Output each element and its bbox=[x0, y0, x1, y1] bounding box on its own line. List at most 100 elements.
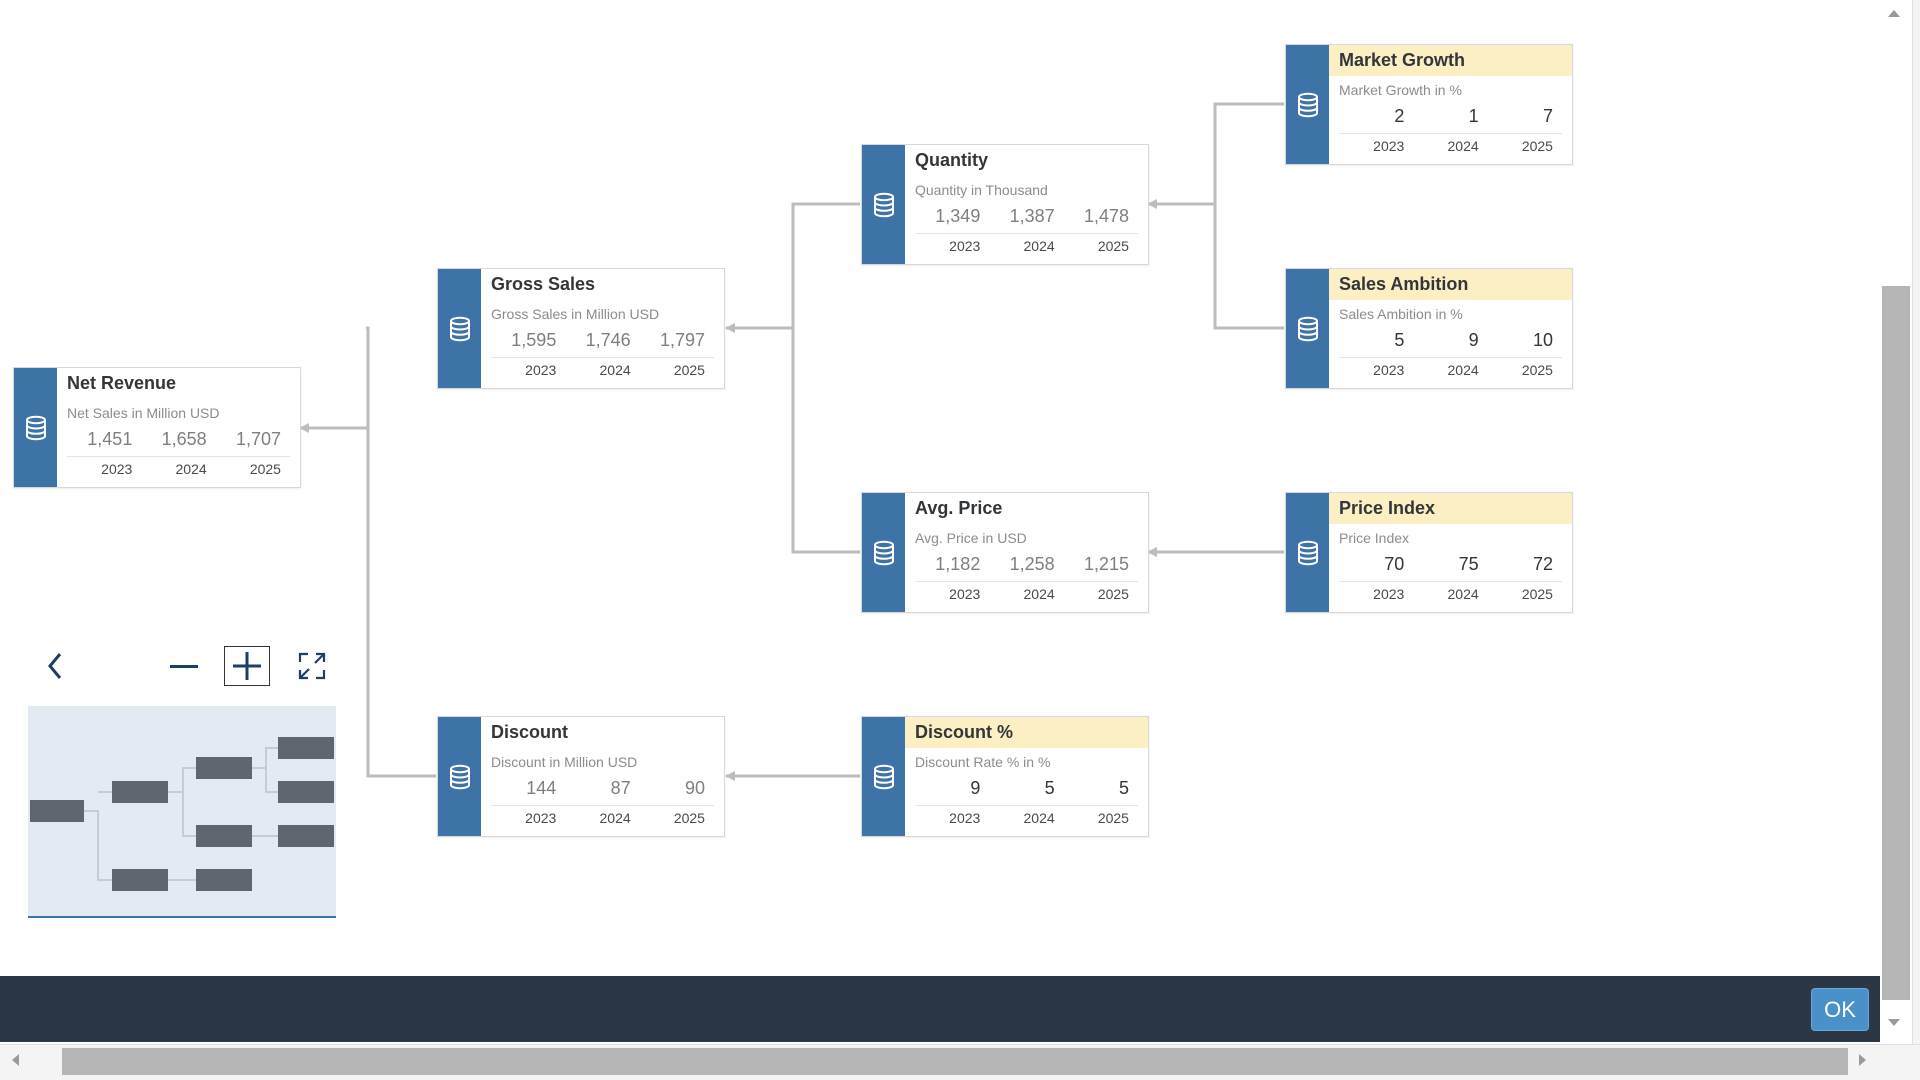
database-svg bbox=[873, 192, 894, 217]
node-sales-ambition[interactable]: Sales Ambition Sales Ambition in % 5 9 1… bbox=[1285, 268, 1573, 389]
node-subtitle: Net Sales in Million USD bbox=[67, 405, 220, 421]
minimap-node bbox=[196, 825, 252, 847]
node-value: 1,707 bbox=[235, 429, 281, 449]
node-value: 1 bbox=[1468, 106, 1479, 126]
triangle-right-icon bbox=[1859, 1054, 1866, 1066]
node-year: 2023 bbox=[525, 810, 557, 826]
node-title: Avg. Price bbox=[915, 498, 1003, 518]
node-year: 2025 bbox=[1097, 238, 1129, 254]
nav-back-button[interactable] bbox=[38, 646, 72, 686]
node-values: 2 1 7 bbox=[1339, 106, 1562, 134]
vertical-scroll-thumb[interactable] bbox=[1882, 286, 1910, 1000]
scroll-right-arrow-icon[interactable] bbox=[1852, 1050, 1872, 1070]
ok-button[interactable]: OK bbox=[1811, 988, 1869, 1031]
node-year: 2024 bbox=[599, 362, 631, 378]
node-subtitle: Sales Ambition in % bbox=[1339, 306, 1463, 322]
node-year: 2024 bbox=[1447, 586, 1479, 602]
node-avg-price[interactable]: Avg. Price Avg. Price in USD 1,182 1,258… bbox=[861, 492, 1149, 613]
node-net-revenue[interactable]: Net Revenue Net Sales in Million USD 1,4… bbox=[13, 367, 301, 488]
node-years: 2023 2024 2025 bbox=[915, 586, 1138, 602]
node-year: 2023 bbox=[949, 238, 981, 254]
minimap-node bbox=[278, 825, 334, 847]
node-value: 10 bbox=[1532, 330, 1553, 350]
node-value: 1,595 bbox=[511, 330, 557, 350]
node-values: 5 9 10 bbox=[1339, 330, 1562, 358]
horizontal-scroll-thumb[interactable] bbox=[62, 1048, 1848, 1075]
node-price-index[interactable]: Price Index Price Index 70 75 72 2023 20… bbox=[1285, 492, 1573, 613]
scrollbar-edge bbox=[1912, 0, 1920, 1044]
node-values: 1,182 1,258 1,215 bbox=[915, 554, 1138, 582]
node-year: 2023 bbox=[949, 810, 981, 826]
node-market-growth[interactable]: Market Growth Market Growth in % 2 1 7 2… bbox=[1285, 44, 1573, 165]
minimap-node bbox=[112, 869, 168, 891]
node-subtitle: Market Growth in % bbox=[1339, 82, 1462, 98]
node-values: 9 5 5 bbox=[915, 778, 1138, 806]
node-year: 2025 bbox=[1097, 810, 1129, 826]
node-value: 1,658 bbox=[161, 429, 207, 449]
node-year: 2023 bbox=[1373, 362, 1405, 378]
node-value: 2 bbox=[1394, 106, 1405, 126]
node-value: 5 bbox=[1118, 778, 1129, 798]
node-year: 2024 bbox=[1023, 810, 1055, 826]
database-svg bbox=[449, 764, 470, 789]
node-years: 2023 2024 2025 bbox=[491, 362, 714, 378]
database-svg bbox=[1297, 316, 1318, 341]
node-quantity[interactable]: Quantity Quantity in Thousand 1,349 1,38… bbox=[861, 144, 1149, 265]
node-year: 2024 bbox=[175, 461, 207, 477]
dialog-footer bbox=[0, 976, 1880, 1042]
node-value: 70 bbox=[1384, 554, 1405, 574]
node-years: 2023 2024 2025 bbox=[915, 810, 1138, 826]
scroll-up-arrow-icon[interactable] bbox=[1886, 6, 1902, 20]
node-value: 1,349 bbox=[935, 206, 981, 226]
zoom-in-button[interactable] bbox=[224, 646, 270, 686]
node-value: 1,746 bbox=[585, 330, 631, 350]
node-year: 2024 bbox=[1447, 362, 1479, 378]
node-values: 1,349 1,387 1,478 bbox=[915, 206, 1138, 234]
node-year: 2024 bbox=[1447, 138, 1479, 154]
fit-to-screen-button[interactable] bbox=[292, 646, 332, 686]
database-icon bbox=[14, 368, 57, 487]
node-gross-sales[interactable]: Gross Sales Gross Sales in Million USD 1… bbox=[437, 268, 725, 389]
node-title: Quantity bbox=[915, 150, 989, 170]
node-discount-percent[interactable]: Discount % Discount Rate % in % 9 5 5 20… bbox=[861, 716, 1149, 837]
database-icon bbox=[1286, 45, 1329, 164]
triangle-down-icon bbox=[1888, 1019, 1900, 1026]
minimap-node bbox=[196, 869, 252, 891]
connector-line bbox=[366, 326, 436, 778]
node-value: 1,387 bbox=[1009, 206, 1055, 226]
expand-icon bbox=[298, 652, 326, 680]
node-title: Sales Ambition bbox=[1329, 269, 1572, 300]
plus-icon bbox=[233, 652, 261, 680]
node-year: 2023 bbox=[101, 461, 133, 477]
database-svg bbox=[1297, 540, 1318, 565]
node-title: Net Revenue bbox=[67, 373, 177, 393]
node-value: 1,451 bbox=[87, 429, 133, 449]
database-svg bbox=[1297, 92, 1318, 117]
node-value: 1,797 bbox=[659, 330, 705, 350]
zoom-out-button[interactable] bbox=[164, 650, 204, 684]
node-value: 75 bbox=[1458, 554, 1479, 574]
node-value: 9 bbox=[1468, 330, 1479, 350]
node-year: 2023 bbox=[1373, 138, 1405, 154]
connector-line bbox=[791, 202, 860, 554]
node-value: 72 bbox=[1532, 554, 1553, 574]
scroll-left-arrow-icon[interactable] bbox=[6, 1050, 26, 1070]
database-svg bbox=[449, 316, 470, 341]
node-value: 7 bbox=[1542, 106, 1553, 126]
node-discount[interactable]: Discount Discount in Million USD 144 87 … bbox=[437, 716, 725, 837]
node-value: 1,258 bbox=[1009, 554, 1055, 574]
node-values: 1,595 1,746 1,797 bbox=[491, 330, 714, 358]
database-icon bbox=[862, 717, 905, 836]
node-years: 2023 2024 2025 bbox=[1339, 362, 1562, 378]
node-value: 5 bbox=[1044, 778, 1055, 798]
node-value: 144 bbox=[526, 778, 557, 798]
node-years: 2023 2024 2025 bbox=[1339, 138, 1562, 154]
node-values: 1,451 1,658 1,707 bbox=[67, 429, 290, 457]
node-value: 9 bbox=[970, 778, 981, 798]
node-year: 2025 bbox=[249, 461, 281, 477]
node-value: 5 bbox=[1394, 330, 1405, 350]
node-subtitle: Quantity in Thousand bbox=[915, 182, 1048, 198]
scroll-down-arrow-icon[interactable] bbox=[1886, 1016, 1902, 1030]
minimap-overview[interactable] bbox=[28, 706, 336, 918]
